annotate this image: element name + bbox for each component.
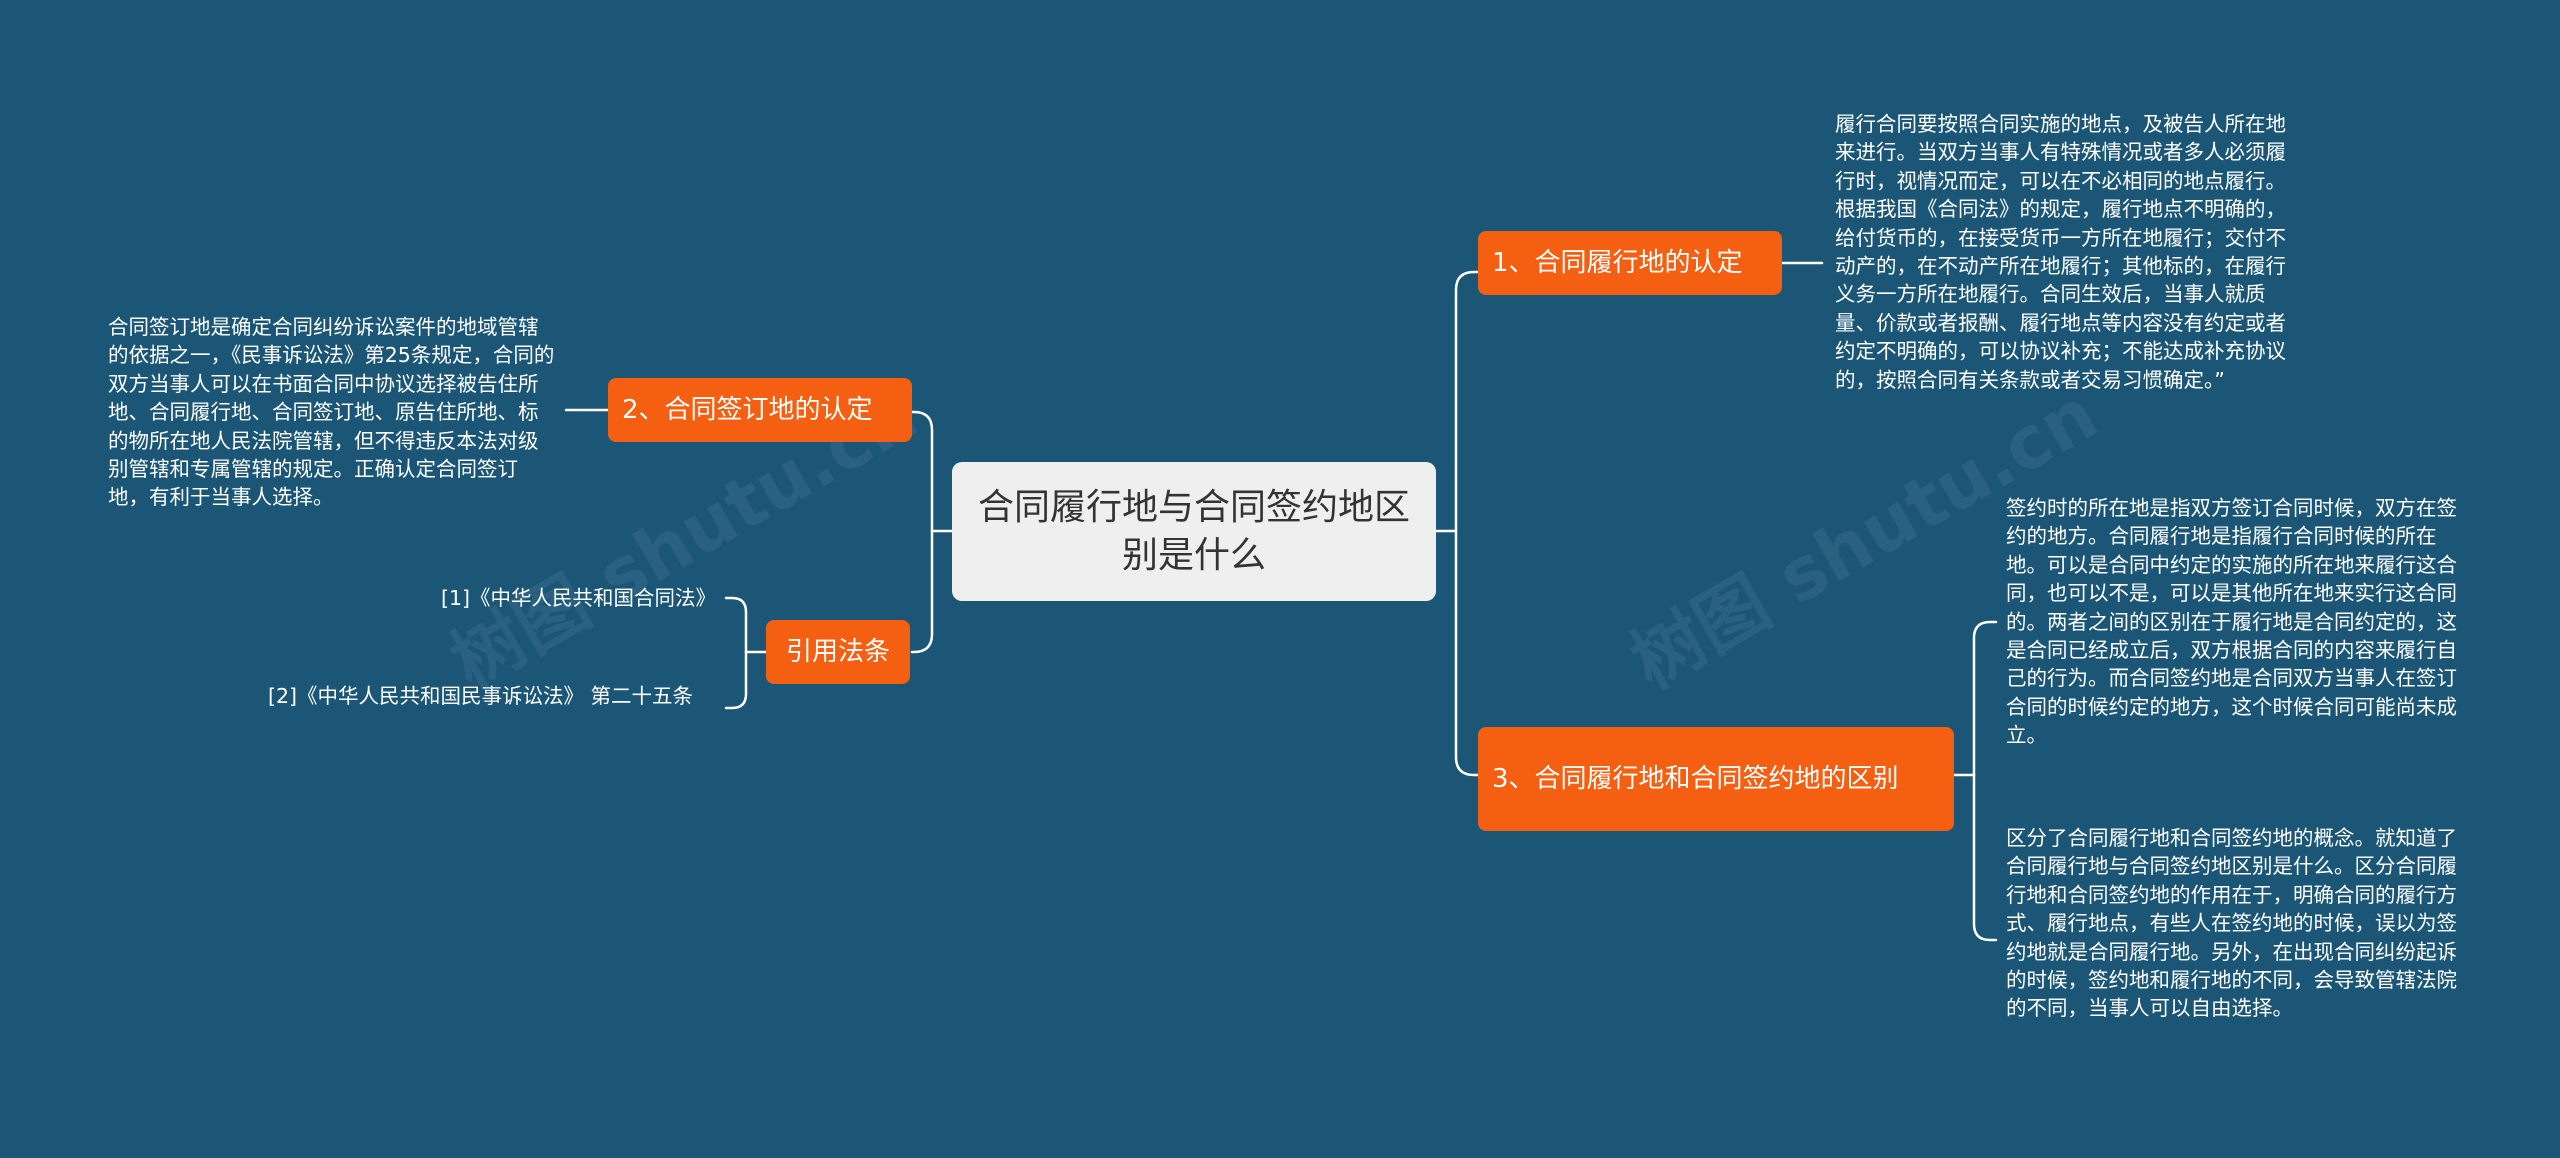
edge-root-to-b1 xyxy=(1454,270,1480,533)
edge-b4-to-ref2 xyxy=(724,650,748,710)
branch-label: 引用法条 xyxy=(785,637,890,667)
leaf-difference-text-1: 签约时的所在地是指双方签订合同时候，双方在签约的地方。合同履行地是指履行合同时候… xyxy=(2006,496,2457,748)
leaf-difference-text-2: 区分了合同履行地和合同签约地的概念。就知道了合同履行地与合同签约地区别是什么。区… xyxy=(2006,826,2457,1021)
branch-signing-place[interactable]: 2、合同签订地的认定 xyxy=(608,378,912,442)
reference-contract-law[interactable]: [1]《中华人民共和国合同法》 xyxy=(440,586,716,610)
leaf-signing-place-text: 合同签订地是确定合同纠纷诉讼案件的地域管辖的依据之一，《民事诉讼法》第25条规定… xyxy=(108,315,555,510)
edge-b3-to-text1 xyxy=(1972,620,1998,777)
leaf-performance-place-text: 履行合同要按照合同实施的地点，及被告人所在地来进行。当双方当事人有特殊情况或者多… xyxy=(1835,112,2286,392)
branch-performance-place[interactable]: 1、合同履行地的认定 xyxy=(1478,231,1782,295)
root-topic[interactable]: 合同履行地与合同签约地区别是什么 xyxy=(952,462,1436,601)
edge-b4-to-ref1 xyxy=(724,596,748,654)
edge-b3-to-text2 xyxy=(1972,773,1998,942)
branch-difference[interactable]: 3、合同履行地和合同签约地的区别 xyxy=(1478,727,1954,831)
edge-root-to-b4 xyxy=(910,529,934,654)
branch-label: 1、合同履行地的认定 xyxy=(1492,248,1743,278)
edge-root-to-b3 xyxy=(1454,529,1480,777)
edge-root-to-b2 xyxy=(910,410,934,533)
root-title: 合同履行地与合同签约地区别是什么 xyxy=(977,486,1410,576)
branch-label: 2、合同签订地的认定 xyxy=(622,395,873,425)
reference-civil-procedure-law[interactable]: [2]《中华人民共和国民事诉讼法》 第二十五条 xyxy=(268,684,694,708)
branch-label: 3、合同履行地和合同签约地的区别 xyxy=(1492,764,1899,794)
branch-references[interactable]: 引用法条 xyxy=(766,620,910,684)
